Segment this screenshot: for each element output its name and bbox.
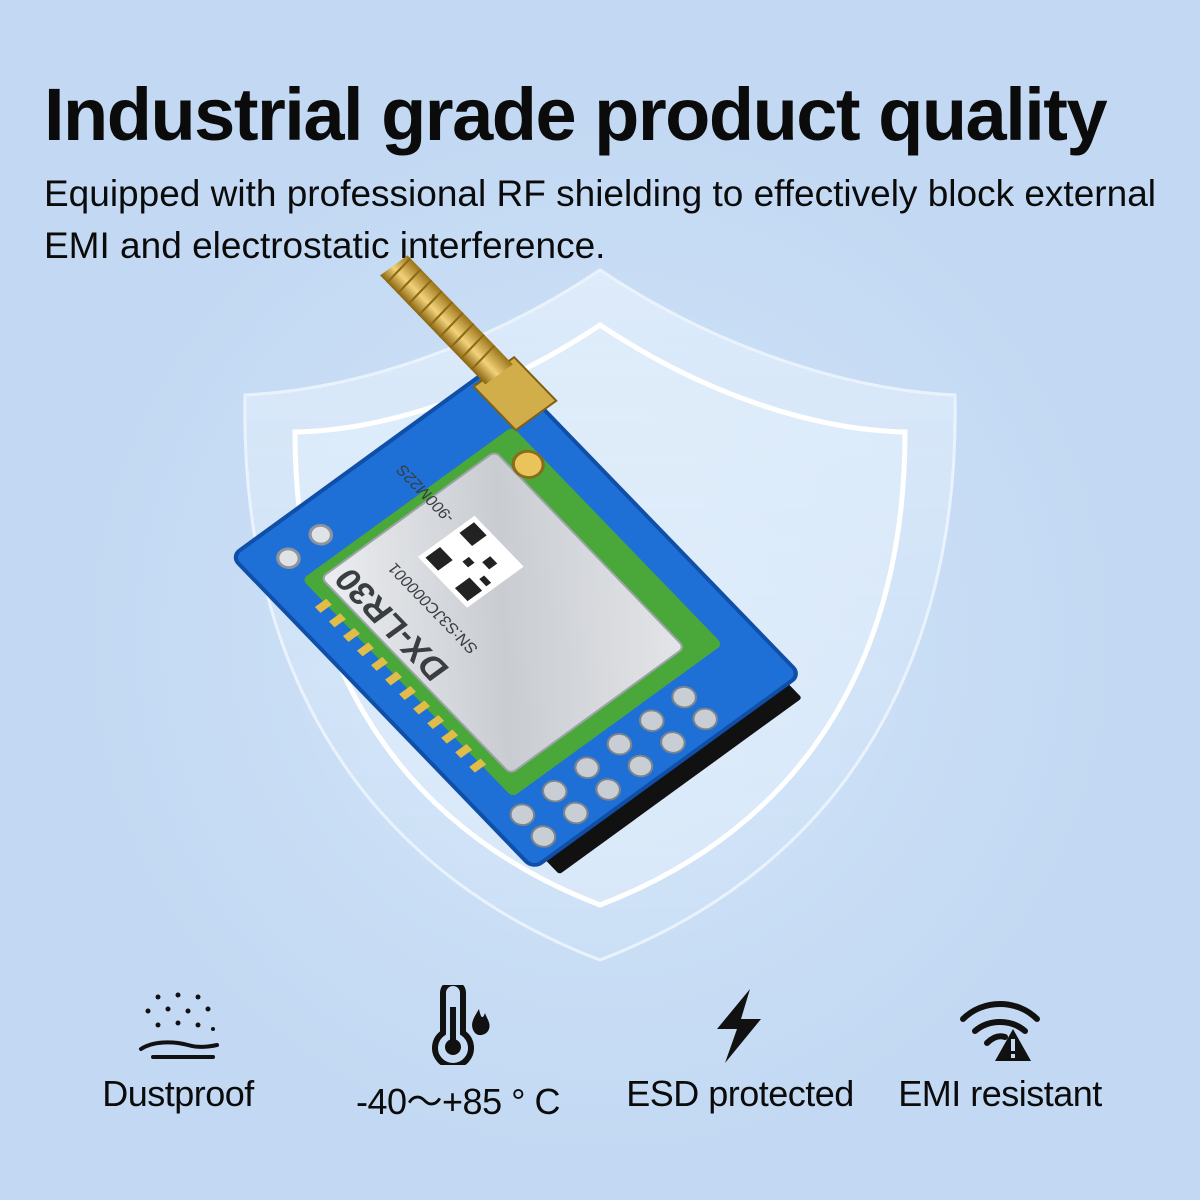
- product-illustration: DX-LR30 SN:S3JC000001 -900M22S: [233, 255, 957, 962]
- feature-label: -40～+85 ° C: [356, 1081, 561, 1122]
- ipex-connector: [511, 449, 545, 479]
- lightning-icon: [717, 989, 761, 1063]
- header-pads: [509, 685, 719, 848]
- wifi-warning-icon: [960, 1001, 1040, 1061]
- dust-icon: [139, 992, 219, 1059]
- page-title: Industrial grade product quality: [44, 73, 1108, 156]
- feature-esd: ESD protected: [600, 985, 880, 1145]
- feature-label: ESD protected: [626, 1073, 854, 1114]
- feature-dustproof: Dustproof: [38, 985, 318, 1145]
- lora-module: DX-LR30 SN:S3JC000001 -900M22S: [233, 255, 801, 874]
- feature-list: Dustproof -40～+85 ° C ESD protected EMI …: [0, 985, 1200, 1145]
- feature-temperature: -40～+85 ° C: [318, 985, 598, 1145]
- thermometer-flame-icon: [432, 985, 490, 1065]
- feature-label: EMI resistant: [898, 1073, 1102, 1114]
- qr-code: [417, 515, 524, 608]
- feature-emi: EMI resistant: [860, 985, 1140, 1145]
- rf-shield-can: [322, 452, 683, 773]
- feature-label: Dustproof: [102, 1073, 254, 1114]
- sma-connector: [380, 255, 558, 432]
- page-subtitle: Equipped with professional RF shielding …: [44, 173, 1156, 266]
